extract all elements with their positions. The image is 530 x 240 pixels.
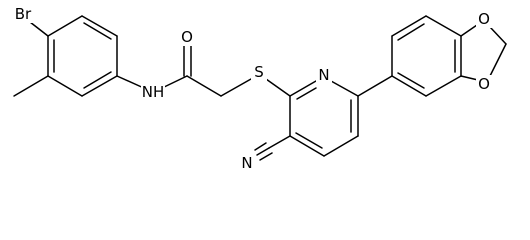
bond [489, 26, 507, 45]
molecule-structure-diagram: Br NH O S N N O O [10, 5, 507, 172]
bond-layer [13, 15, 507, 161]
atom-label-nitrile-nitrogen: N [241, 154, 252, 172]
bond-triple [259, 152, 273, 161]
bond-double-inner [83, 71, 112, 89]
atom-label-dioxole-oxygen-top: O [478, 10, 490, 28]
bond [81, 15, 118, 37]
atom-label-layer: Br NH O S N N O O [10, 5, 492, 172]
bond [289, 135, 325, 157]
bond [13, 75, 49, 97]
bond [268, 135, 291, 149]
bond [425, 75, 462, 97]
bond-triple [254, 142, 267, 151]
bond-double-inner [295, 132, 323, 149]
structure-canvas: Br NH O S N N O O [10, 5, 507, 172]
bond-triple [256, 147, 270, 156]
bond-double-inner [296, 87, 317, 100]
atom-label-sulfur: S [254, 63, 264, 81]
bond [220, 78, 252, 97]
bond-double-inner [397, 72, 425, 89]
atom-label-amide-nh: NH [142, 83, 165, 101]
bond-double-inner [397, 23, 425, 41]
atom-label-pyridine-nitrogen: N [318, 66, 329, 84]
bond [47, 75, 83, 97]
bond [47, 15, 83, 37]
bond [186, 75, 222, 97]
bond [460, 75, 479, 81]
bond [425, 15, 462, 37]
bond [289, 80, 317, 97]
bond [357, 75, 393, 97]
bond [489, 43, 507, 77]
atom-label-bromine: Br [15, 5, 32, 23]
bond [460, 24, 478, 37]
bond [29, 21, 49, 37]
bond [81, 75, 118, 97]
bond [391, 15, 427, 37]
bond [330, 80, 359, 97]
bond [391, 75, 427, 97]
bond [265, 78, 291, 97]
atom-label-dioxole-oxygen-bottom: O [478, 75, 490, 93]
bond [323, 135, 359, 157]
bond-double-inner [83, 22, 112, 40]
atom-label-carbonyl-oxygen: O [181, 28, 193, 46]
